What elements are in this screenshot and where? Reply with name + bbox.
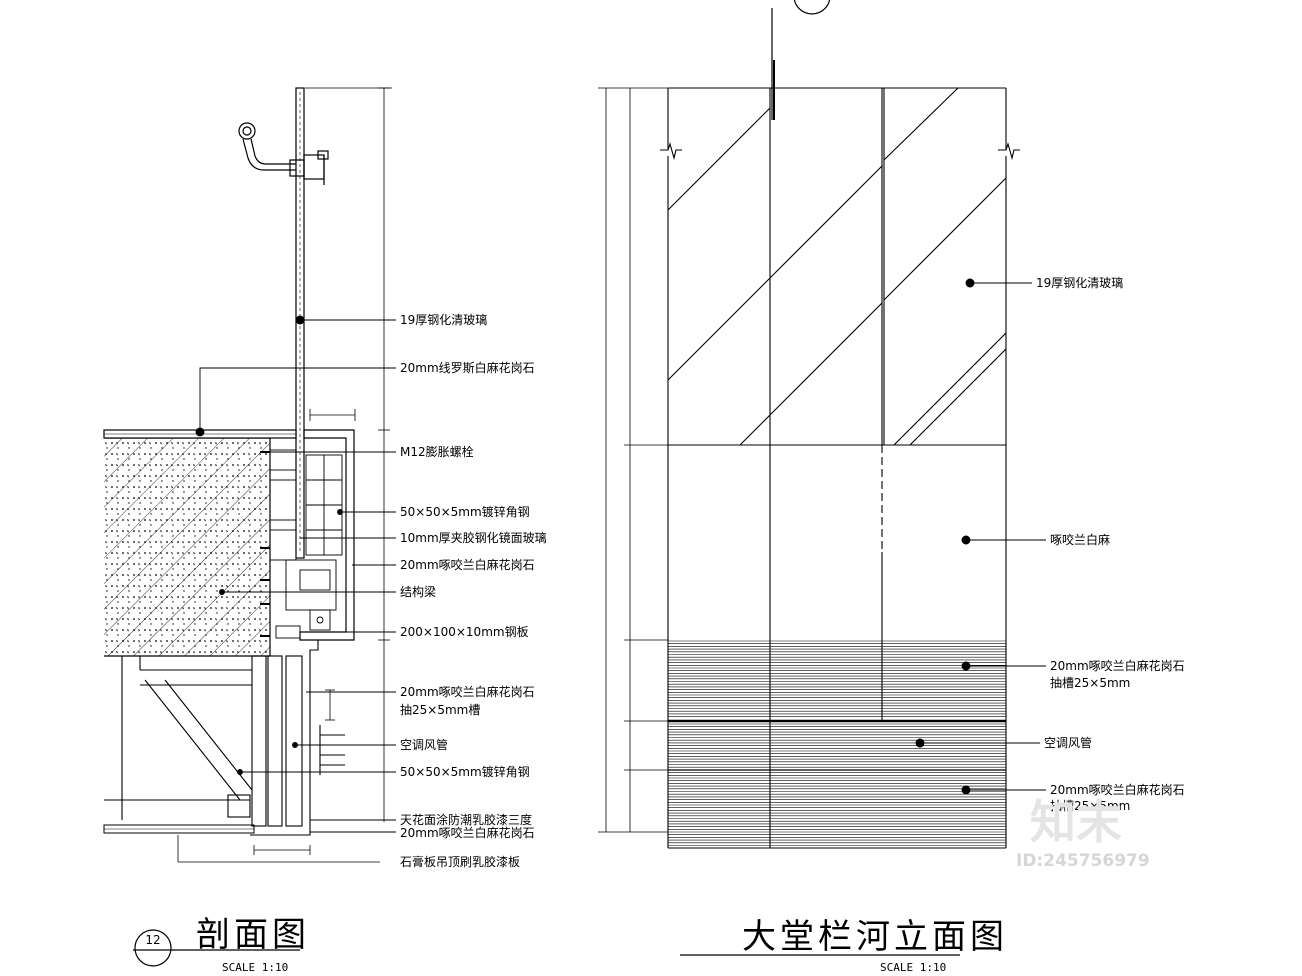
watermark-id: ID:245756979: [1016, 851, 1150, 871]
section-labels: 19厚钢化清玻璃 20mm线罗斯白麻花岗石 M12膨胀螺栓 50×50×5mm镀…: [400, 313, 547, 869]
section-title: 剖面图: [196, 915, 310, 955]
section-label: 空调风管: [400, 737, 448, 752]
elevation-label: 抽槽25×5mm: [1050, 676, 1130, 690]
elevation-label: 20mm啄咬兰白麻花岗石: [1050, 782, 1185, 797]
lower-box: [103, 639, 380, 863]
elevation-dimension: [598, 87, 668, 833]
elevation-leaders: [915, 278, 1046, 795]
section-label: 结构梁: [400, 584, 436, 599]
elevation-frame: [660, 87, 1020, 849]
elevation-scale: SCALE 1:10: [880, 961, 946, 974]
reference-marker: [771, 0, 831, 120]
section-label: 200×100×10mm钢板: [400, 625, 529, 639]
watermark: 知末 ID:245756979: [1016, 795, 1150, 871]
section-scale: SCALE 1:10: [222, 961, 288, 974]
section-label: 50×50×5mm镀锌角钢: [400, 765, 530, 779]
section-label: 20mm啄咬兰白麻花岗石: [400, 557, 535, 572]
elevation-label: 空调风管: [1044, 735, 1092, 750]
watermark-logo: 知末: [1030, 795, 1122, 849]
elevation-label: 啄咬兰白麻: [1050, 532, 1110, 547]
section-label: 19厚钢化清玻璃: [400, 313, 487, 327]
granite-bands: [668, 640, 1006, 846]
elevation-title: 大堂栏河立面图: [742, 917, 1008, 957]
section-label: 抽25×5mm槽: [400, 703, 480, 717]
elevation-title-block: 大堂栏河立面图 SCALE 1:10: [680, 917, 1008, 974]
elevation-labels: 19厚钢化清玻璃 啄咬兰白麻 20mm啄咬兰白麻花岗石 抽槽25×5mm 空调风…: [1036, 276, 1185, 813]
elevation-label: 19厚钢化清玻璃: [1036, 276, 1123, 290]
section-label: 天花面涂防潮乳胶漆三度: [400, 812, 532, 827]
section-label: 10mm厚夹胶钢化镜面玻璃: [400, 530, 547, 545]
section-label: M12膨胀螺栓: [400, 444, 474, 459]
elevation-label: 抽槽25×5mm: [1050, 799, 1130, 813]
section-leaders: [195, 315, 396, 833]
section-title-block: 12 剖面图 SCALE 1:10: [133, 915, 310, 974]
concrete-slab: [104, 437, 271, 657]
elevation-label: 20mm啄咬兰白麻花岗石: [1050, 658, 1185, 673]
handrail: [238, 122, 329, 185]
section-label: 20mm啄咬兰白麻花岗石: [400, 684, 535, 699]
section-number: 12: [145, 933, 160, 947]
section-drawing: [103, 87, 396, 863]
section-label: 20mm线罗斯白麻花岗石: [400, 360, 535, 375]
section-label: 石膏板吊顶刷乳胶漆板: [400, 854, 520, 869]
section-label: 20mm啄咬兰白麻花岗石: [400, 825, 535, 840]
section-label: 50×50×5mm镀锌角钢: [400, 505, 530, 519]
elevation-drawing: [598, 0, 1046, 849]
steel-framing: [260, 449, 343, 639]
